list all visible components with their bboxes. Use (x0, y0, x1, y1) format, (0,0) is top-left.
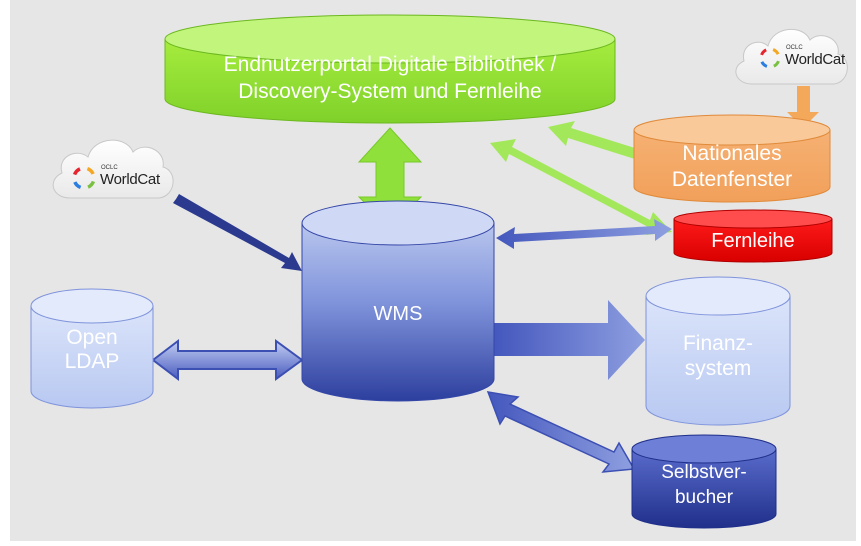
arrow-worldcat-datenfenster (787, 86, 819, 128)
cylinder-finanz (645, 276, 791, 426)
worldcat-label-left: WorldCat (100, 171, 160, 188)
arrow-datenfenster-portal (548, 121, 641, 160)
wms-label: WMS (373, 303, 423, 325)
fernleihe-label: Fernleihe (711, 230, 795, 252)
finanz-label: Finanz- system (682, 332, 754, 381)
cylinder-datenfenster (633, 114, 831, 203)
ldap-label: Open LDAP (64, 326, 120, 374)
worldcat-cloud-top (735, 28, 848, 85)
cylinder-portal (164, 14, 616, 124)
cylinder-fernleihe (673, 209, 833, 263)
worldcat-cloud-left (52, 139, 174, 199)
cylinder-ldap (30, 288, 154, 409)
arrow-worldcat-wms (173, 194, 302, 271)
cylinder-selbst (631, 434, 777, 529)
portal-label: Endnutzerportal Digitale Bibliothek / Di… (223, 53, 557, 103)
worldcat-logo-icon (759, 47, 781, 69)
arrow-wms-finanz (494, 300, 645, 380)
selbst-label: Selbstver- bucher (661, 462, 747, 508)
worldcat-oclc-top: OCLC (786, 45, 803, 51)
cylinder-wms (301, 200, 495, 402)
worldcat-label-top: WorldCat (785, 51, 845, 68)
worldcat-oclc-left: OCLC (101, 165, 118, 171)
arrow-wms-fernleihe (496, 219, 672, 249)
datenfenster-label: Nationales Datenfenster (671, 142, 793, 191)
arrow-portal-fernleihe (490, 139, 672, 235)
